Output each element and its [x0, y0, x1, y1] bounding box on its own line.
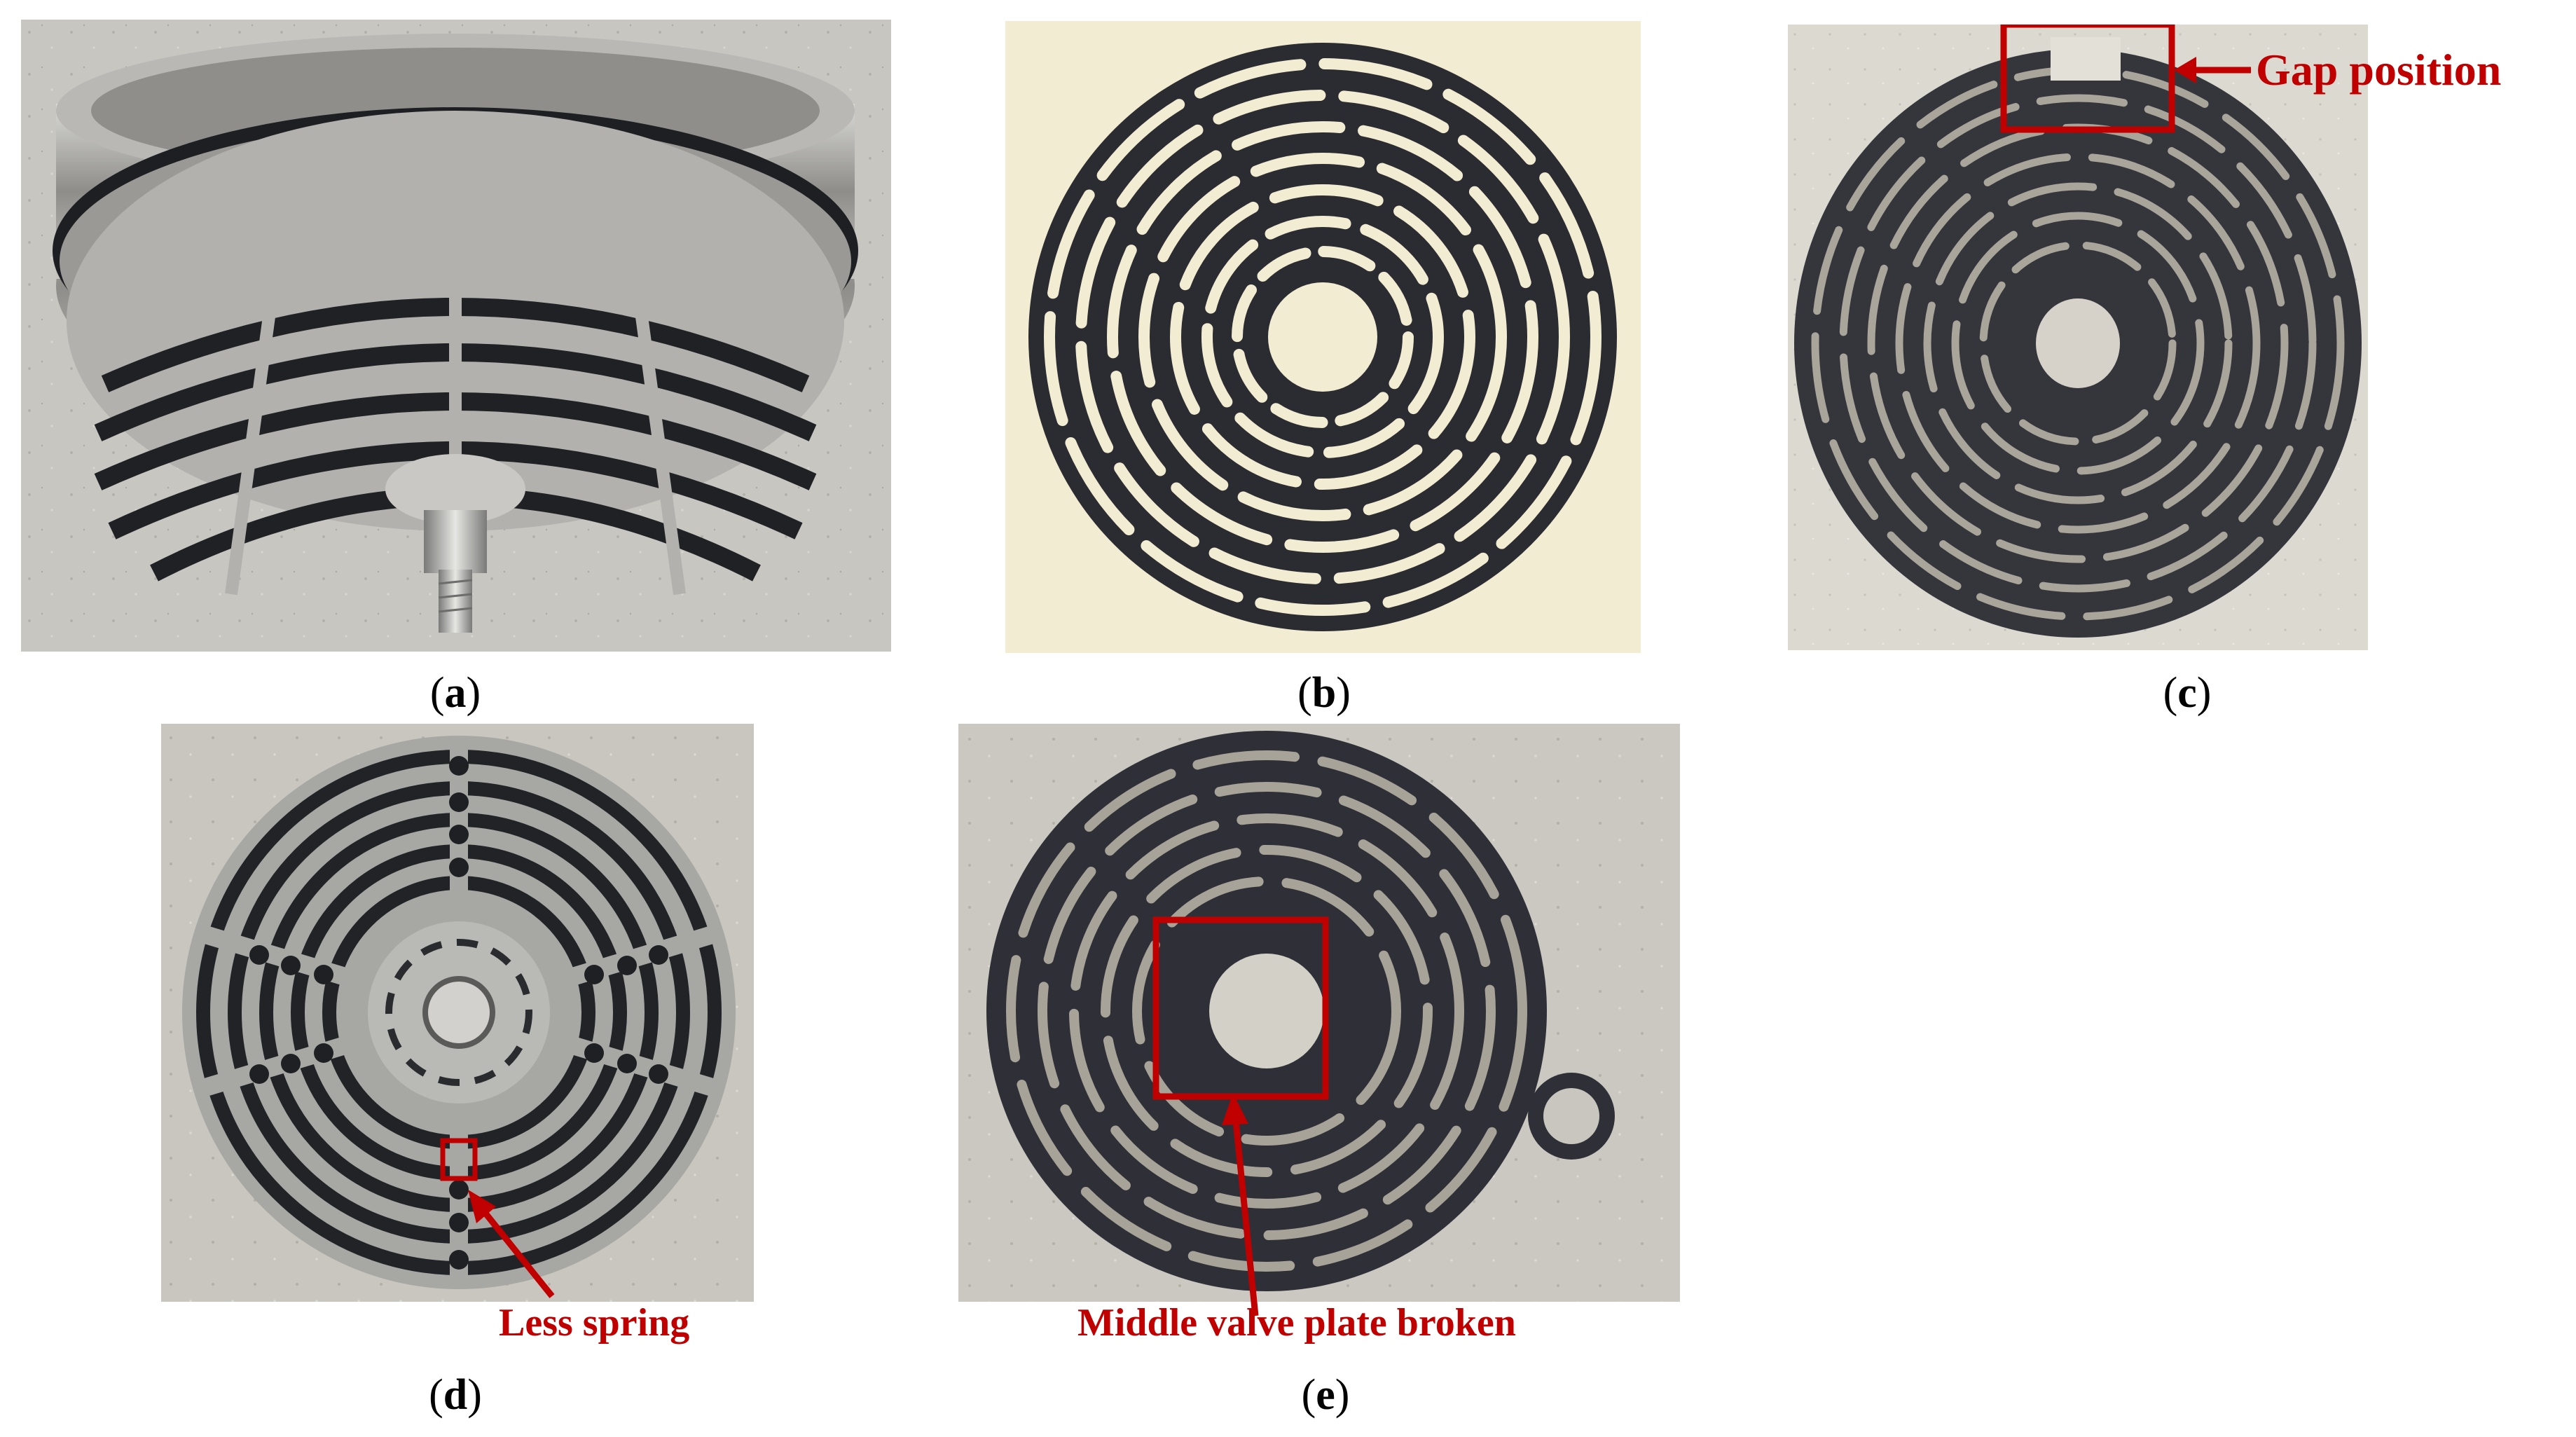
caption-a: (a)	[429, 669, 481, 717]
annotation-less-spring: Less spring	[499, 1301, 690, 1345]
photo-c-valve-plate-gap	[1788, 25, 2368, 650]
photo-e-broken-plate	[958, 724, 1680, 1302]
arrow-gap-position	[2174, 53, 2251, 88]
caption-d: (d)	[429, 1371, 482, 1419]
arrow-middle-plate-broken	[1219, 1093, 1268, 1317]
caption-b: (b)	[1297, 669, 1351, 717]
photo-b-valve-plate	[1005, 21, 1641, 653]
arrow-less-spring	[462, 1183, 560, 1302]
annotation-gap-position: Gap position	[2256, 45, 2502, 95]
caption-e: (e)	[1301, 1371, 1350, 1419]
caption-c: (c)	[2163, 669, 2212, 717]
photo-d-valve-seat	[161, 724, 754, 1302]
annotation-middle-plate-broken: Middle valve plate broken	[1077, 1301, 1516, 1345]
photo-a-valve-assembly	[21, 20, 891, 652]
